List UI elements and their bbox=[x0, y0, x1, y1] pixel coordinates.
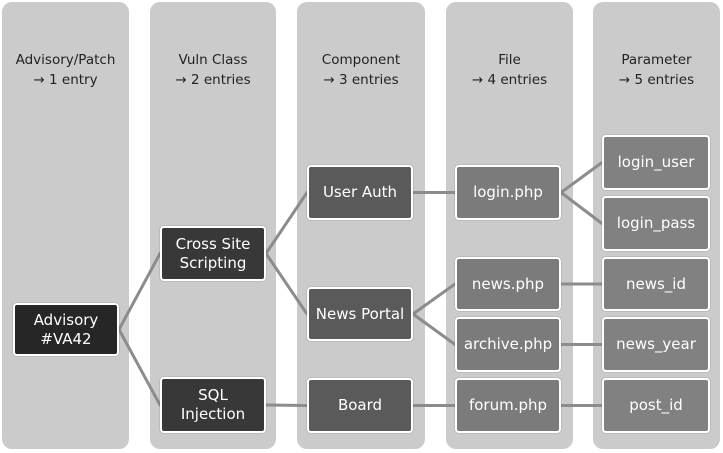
column-title: Component bbox=[321, 52, 401, 68]
node-advisory[interactable]: Advisory#VA42 bbox=[13, 303, 119, 356]
column-title: Vuln Class bbox=[178, 52, 248, 68]
node-label: login_pass bbox=[616, 214, 696, 232]
connector-advisory-to-xss bbox=[117, 252, 162, 331]
connector-advisory-to-sqli bbox=[117, 328, 162, 407]
connector-news_portal-to-news_php bbox=[411, 282, 457, 316]
node-login-pass[interactable]: login_pass bbox=[602, 196, 710, 251]
column-title: Advisory/Patch bbox=[15, 52, 116, 68]
connector-xss-to-news_portal bbox=[264, 252, 309, 316]
connector-xss-to-user_auth bbox=[264, 191, 309, 255]
node-login-php[interactable]: login.php bbox=[455, 165, 561, 220]
node-board[interactable]: Board bbox=[307, 378, 413, 433]
node-label: archive.php bbox=[463, 335, 553, 353]
column-title: File bbox=[498, 52, 521, 68]
column-count: → 5 entries bbox=[618, 72, 695, 88]
column-title: Parameter bbox=[621, 52, 692, 68]
column-count: → 4 entries bbox=[471, 72, 548, 88]
column-advisory-patch: Advisory/Patch → 1 entry bbox=[2, 2, 129, 449]
node-post-id[interactable]: post_id bbox=[602, 378, 710, 433]
node-label-line2: Scripting bbox=[179, 253, 247, 272]
node-label: news_year bbox=[616, 335, 696, 353]
node-label: post_id bbox=[629, 396, 683, 414]
node-label-line2: Injection bbox=[180, 405, 246, 423]
node-news-php[interactable]: news.php bbox=[455, 257, 561, 311]
node-news-year[interactable]: news_year bbox=[602, 317, 710, 372]
node-forum-php[interactable]: forum.php bbox=[455, 378, 561, 433]
node-label: login.php bbox=[473, 183, 543, 201]
node-user-auth[interactable]: User Auth bbox=[307, 165, 413, 220]
node-label: forum.php bbox=[468, 396, 548, 414]
node-label-line1: Cross Site bbox=[175, 234, 251, 253]
node-archive-php[interactable]: archive.php bbox=[455, 317, 561, 372]
node-label: User Auth bbox=[322, 183, 398, 201]
column-component: Component → 3 entries bbox=[297, 2, 425, 449]
node-label: News Portal bbox=[315, 304, 405, 323]
connector-news_portal-to-archive_php bbox=[411, 312, 457, 346]
column-count: → 3 entries bbox=[323, 72, 399, 88]
node-label: news.php bbox=[471, 274, 545, 293]
node-label: login_user bbox=[617, 153, 695, 171]
column-count: → 1 entry bbox=[33, 72, 98, 88]
connector-login_php-to-login_user bbox=[559, 161, 604, 194]
node-label: news_id bbox=[625, 274, 686, 293]
node-label-line1: SQL bbox=[198, 386, 228, 404]
node-news-portal[interactable]: News Portal bbox=[307, 287, 413, 341]
connector-sqli-to-board bbox=[264, 403, 309, 407]
column-file: File → 4 entries bbox=[446, 2, 573, 449]
column-count: → 2 entries bbox=[175, 72, 251, 88]
column-vuln-class: Vuln Class → 2 entries bbox=[150, 2, 276, 449]
node-label-line1: Advisory bbox=[33, 310, 99, 329]
node-login-user[interactable]: login_user bbox=[602, 135, 710, 190]
node-label: Board bbox=[337, 396, 383, 414]
connector-login_php-to-login_pass bbox=[559, 191, 604, 225]
node-label-line2: #VA42 bbox=[40, 329, 92, 348]
node-news-id[interactable]: news_id bbox=[602, 257, 710, 311]
